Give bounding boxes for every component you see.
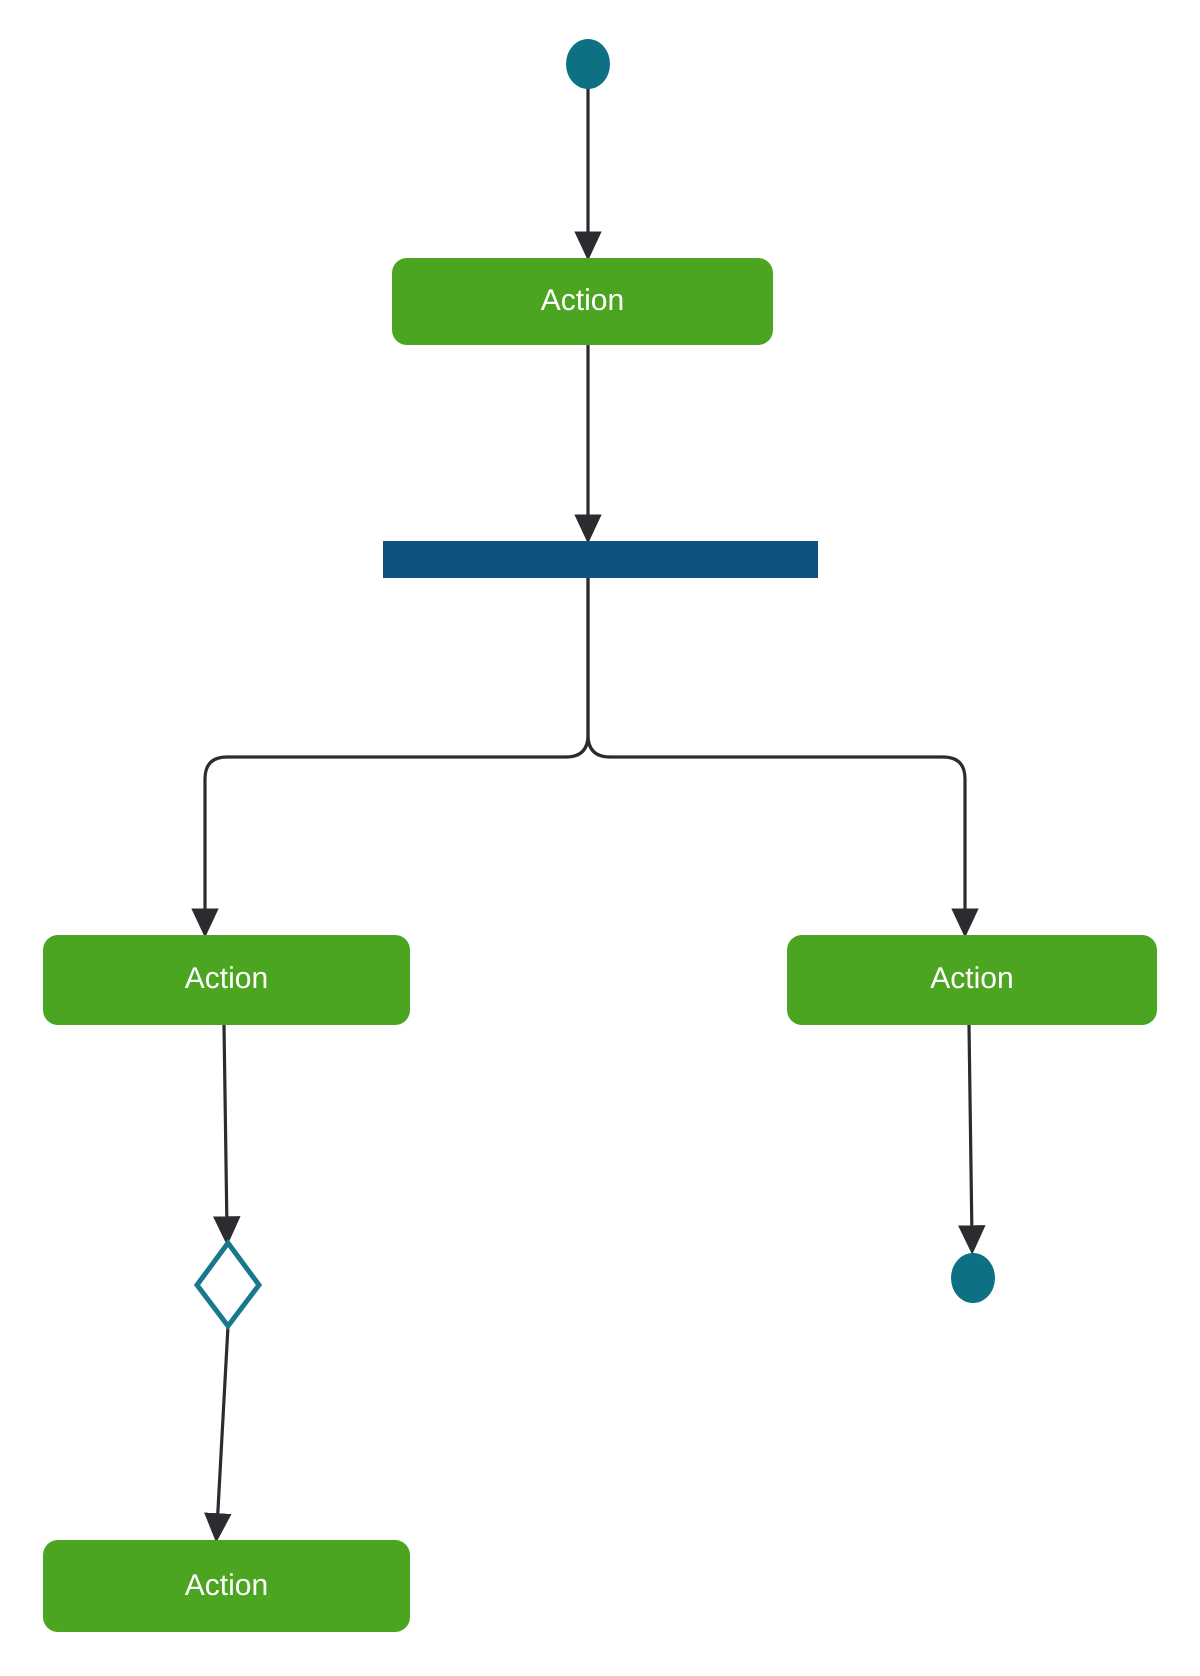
action-node-1[interactable] bbox=[392, 258, 773, 345]
fork-bar-node[interactable] bbox=[383, 541, 818, 578]
edge-decision-to-action4 bbox=[204, 1325, 232, 1543]
action-node-2[interactable] bbox=[43, 935, 410, 1025]
initial-node[interactable] bbox=[566, 39, 610, 89]
edge-fork-to-action3 bbox=[586, 578, 979, 938]
node-layer bbox=[43, 39, 1157, 1632]
edge-action2-to-decision bbox=[213, 1024, 241, 1246]
action-node-3[interactable] bbox=[787, 935, 1157, 1025]
edge-fork-to-action2 bbox=[191, 578, 590, 938]
final-node[interactable] bbox=[951, 1253, 995, 1303]
edge-action3-to-end bbox=[958, 1024, 986, 1255]
edge-layer bbox=[191, 88, 986, 1543]
action-node-4[interactable] bbox=[43, 1540, 410, 1632]
decision-node[interactable] bbox=[193, 1238, 263, 1331]
